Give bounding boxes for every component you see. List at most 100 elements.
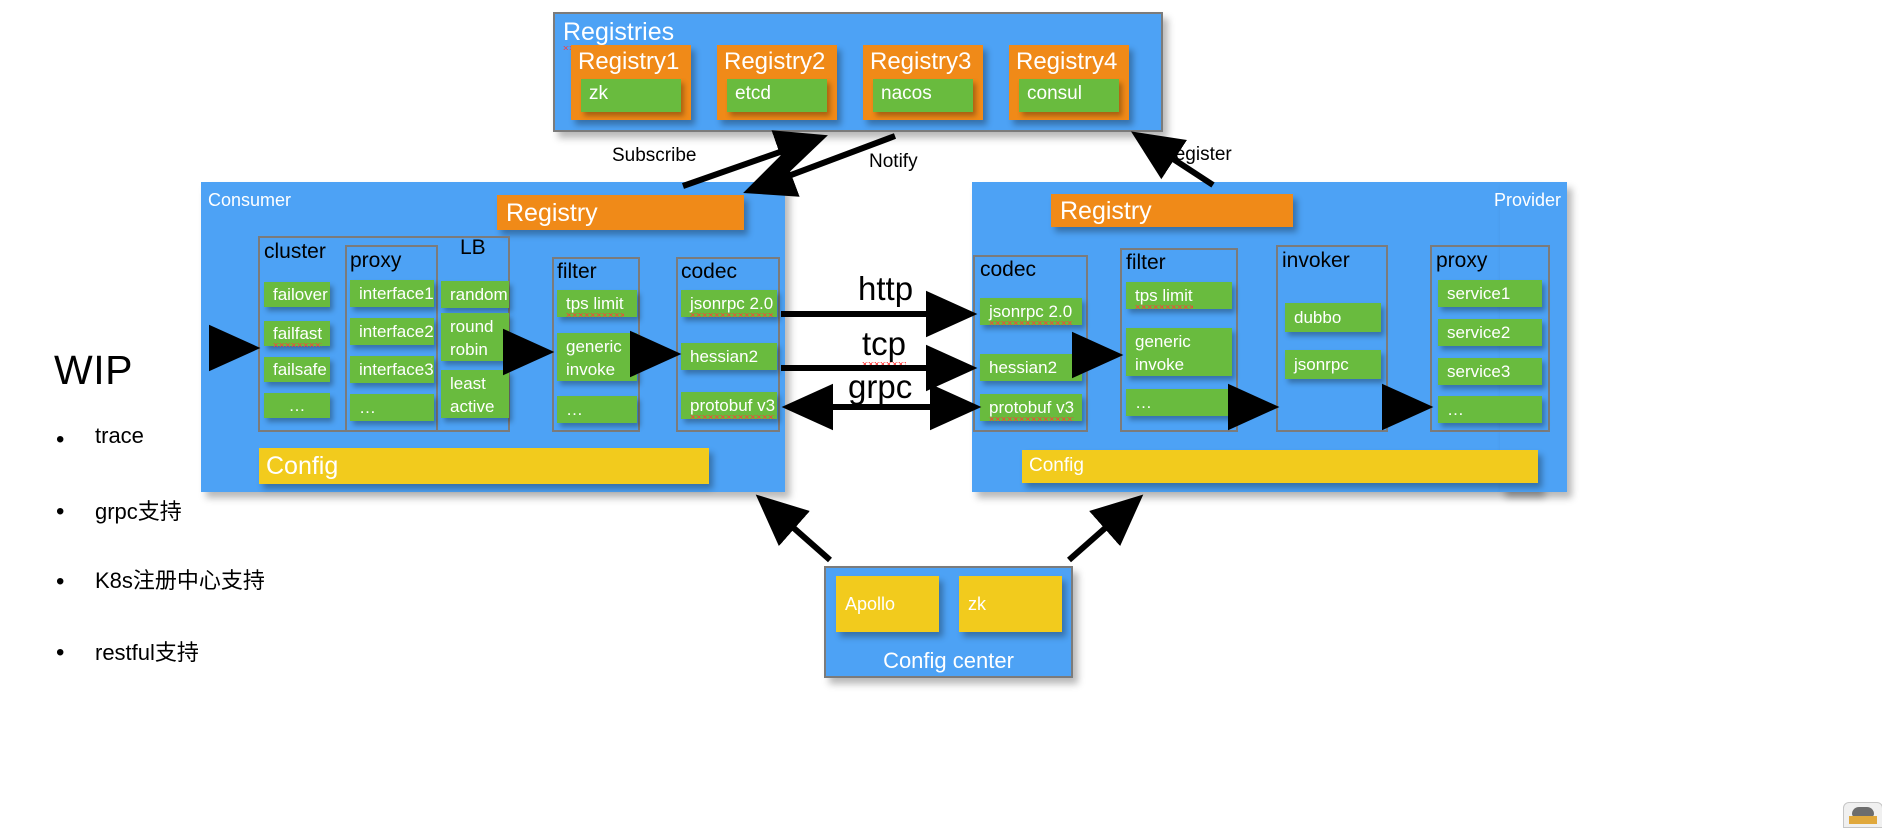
config-center-title: Config center	[883, 648, 1014, 673]
consumer-col-cluster-item-2-label: failsafe	[273, 359, 327, 379]
registry-card-4-title: Registry4	[1016, 48, 1118, 75]
registry-card-3-title: Registry3	[870, 48, 972, 75]
consumer-col-lb-item-1-label: round robin	[450, 317, 494, 359]
provider-col-proxy-item-0-label: service1	[1447, 283, 1511, 303]
consumer-col-filter-item-2[interactable]	[557, 396, 637, 423]
registry-card-4-impl-box[interactable]	[1019, 79, 1119, 112]
cloud-icon	[1852, 807, 1874, 817]
arrow-label-register: Register	[1161, 144, 1232, 165]
provider-col-proxy-item-3-label: …	[1447, 399, 1464, 419]
consumer-col-proxy-item-3-label: …	[359, 397, 376, 417]
consumer-col-lb-title: LB	[460, 236, 486, 259]
consumer-col-cluster-item-1-label: failfast	[273, 323, 323, 347]
consumer-col-proxy-item-0-label: interface1	[359, 283, 434, 303]
provider-col-proxy-item-3[interactable]	[1438, 396, 1542, 423]
provider-col-invoker-title: invoker	[1282, 249, 1350, 272]
consumer-col-cluster-item-3-label: …	[288, 395, 306, 415]
notes-bullet-2-marker: •	[56, 568, 65, 595]
registry-card-2-impl-box[interactable]	[727, 79, 827, 112]
arrow-config-to-provider	[1067, 494, 1144, 563]
consumer-col-proxy-item-2[interactable]	[350, 356, 434, 383]
consumer-col-codec-item-1[interactable]	[681, 343, 777, 370]
consumer-col-filter-item-1-label: generic invoke	[566, 337, 622, 379]
config-center-item-0[interactable]	[836, 576, 939, 632]
config-center-item-1[interactable]	[959, 576, 1062, 632]
provider-registry-bar[interactable]	[1051, 194, 1293, 227]
protocol-label-grpc: grpc	[848, 368, 913, 409]
arrow-config-to-consumer	[755, 494, 832, 563]
provider-col-proxy-item-0[interactable]	[1438, 280, 1542, 307]
consumer-col-proxy-item-2-label: interface3	[359, 359, 434, 379]
consumer-col-cluster-title: cluster	[264, 240, 326, 263]
consumer-col-proxy-item-1-label: interface2	[359, 321, 434, 341]
registry-card-2-impl-label: etcd	[735, 83, 771, 104]
registry-card-1-impl-label: zk	[589, 83, 608, 104]
consumer-col-codec-item-2-label: protobuf v3	[690, 395, 776, 419]
provider-col-codec-item-2-label: protobuf v3	[989, 397, 1075, 421]
provider-col-codec-item-1-label: hessian2	[989, 357, 1058, 377]
provider-col-proxy-box	[1430, 245, 1550, 432]
provider-col-proxy-item-2-label: service3	[1447, 361, 1511, 381]
config-center-item-0-label: Apollo	[845, 593, 896, 614]
protocol-label-tcp: tcp	[862, 325, 907, 366]
consumer-col-proxy-box	[345, 245, 438, 432]
provider-col-filter-title: filter	[1126, 251, 1166, 274]
consumer-registry-bar-label: Registry	[506, 199, 598, 227]
notes-bullet-3-marker: •	[56, 639, 65, 666]
provider-col-invoker-item-0-label: dubbo	[1294, 307, 1342, 327]
provider-col-invoker-item-1-label: jsonrpc	[1294, 354, 1349, 374]
consumer-col-filter-item-1[interactable]	[557, 333, 637, 381]
registries-title: Registries	[563, 18, 675, 50]
consumer-col-codec-item-1-label: hessian2	[690, 346, 759, 366]
registry-card-3-impl-label: nacos	[881, 83, 932, 104]
provider-col-codec-item-0-label: jsonrpc 2.0	[989, 301, 1073, 325]
consumer-col-codec-item-0-label: jsonrpc 2.0	[690, 293, 774, 317]
consumer-col-proxy-item-3[interactable]	[350, 394, 434, 421]
registry-card-4-impl-label: consul	[1027, 83, 1082, 104]
consumer-col-proxy-item-0[interactable]	[350, 280, 434, 307]
provider-col-filter-item-1[interactable]	[1126, 328, 1232, 376]
notes-bullet-3-label: restful支持	[95, 640, 199, 665]
notes-bullet-1-label: grpc支持	[95, 499, 182, 524]
consumer-col-lb-item-2-label: least active	[450, 374, 495, 416]
consumer-col-proxy-item-1[interactable]	[350, 318, 434, 345]
consumer-config-bar[interactable]	[259, 448, 709, 484]
provider-col-filter-item-0-label: tps limit	[1135, 285, 1193, 309]
notes-bullet-2-label: K8s注册中心支持	[95, 568, 265, 593]
consumer-registry-bar[interactable]	[497, 195, 744, 230]
consumer-col-lb-item-0[interactable]	[441, 281, 509, 308]
provider-col-proxy-title: proxy	[1436, 249, 1488, 272]
provider-col-codec-title: codec	[980, 258, 1037, 281]
consumer-col-lb-item-2[interactable]	[441, 370, 509, 418]
provider-config-bar-label: Config	[1029, 455, 1084, 476]
notes-bullet-1-marker: •	[56, 498, 65, 525]
consumer-col-cluster-item-2[interactable]	[264, 357, 330, 382]
consumer-col-filter-item-2-label: …	[566, 399, 583, 419]
provider-col-proxy-item-1[interactable]	[1438, 319, 1542, 346]
provider-config-bar[interactable]	[1022, 450, 1538, 483]
provider-col-invoker-item-1[interactable]	[1285, 350, 1381, 379]
consumer-col-filter-title: filter	[557, 260, 597, 283]
consumer-config-bar-label: Config	[266, 452, 339, 480]
consumer-col-lb-item-0-label: random	[450, 284, 508, 304]
consumer-col-lb-item-1[interactable]	[441, 313, 509, 361]
provider-col-filter-item-1-label: generic invoke	[1135, 332, 1191, 374]
consumer-col-cluster-item-0-label: failover	[273, 284, 328, 304]
registry-card-3-impl-box[interactable]	[873, 79, 973, 112]
registry-card-2-title: Registry2	[724, 48, 826, 75]
notes-bullet-0-label: trace	[95, 423, 144, 448]
provider-col-filter-item-2[interactable]	[1126, 389, 1232, 416]
consumer-col-cluster-item-0[interactable]	[264, 282, 330, 307]
notes-heading: WIP	[54, 347, 133, 393]
provider-col-codec-item-1[interactable]	[980, 354, 1082, 381]
provider-registry-bar-label: Registry	[1060, 197, 1152, 225]
consumer-col-cluster-item-1[interactable]	[264, 321, 330, 346]
provider-col-proxy-item-2[interactable]	[1438, 358, 1542, 385]
arrow-label-subscribe: Subscribe	[612, 145, 697, 166]
registry-card-1-impl-box[interactable]	[581, 79, 681, 112]
consumer-col-cluster-item-3[interactable]	[264, 393, 330, 418]
provider-col-invoker-item-0[interactable]	[1285, 303, 1381, 332]
consumer-col-proxy-title: proxy	[350, 249, 402, 272]
config-center-item-1-label: zk	[968, 593, 986, 614]
provider-col-invoker-box	[1276, 245, 1388, 432]
